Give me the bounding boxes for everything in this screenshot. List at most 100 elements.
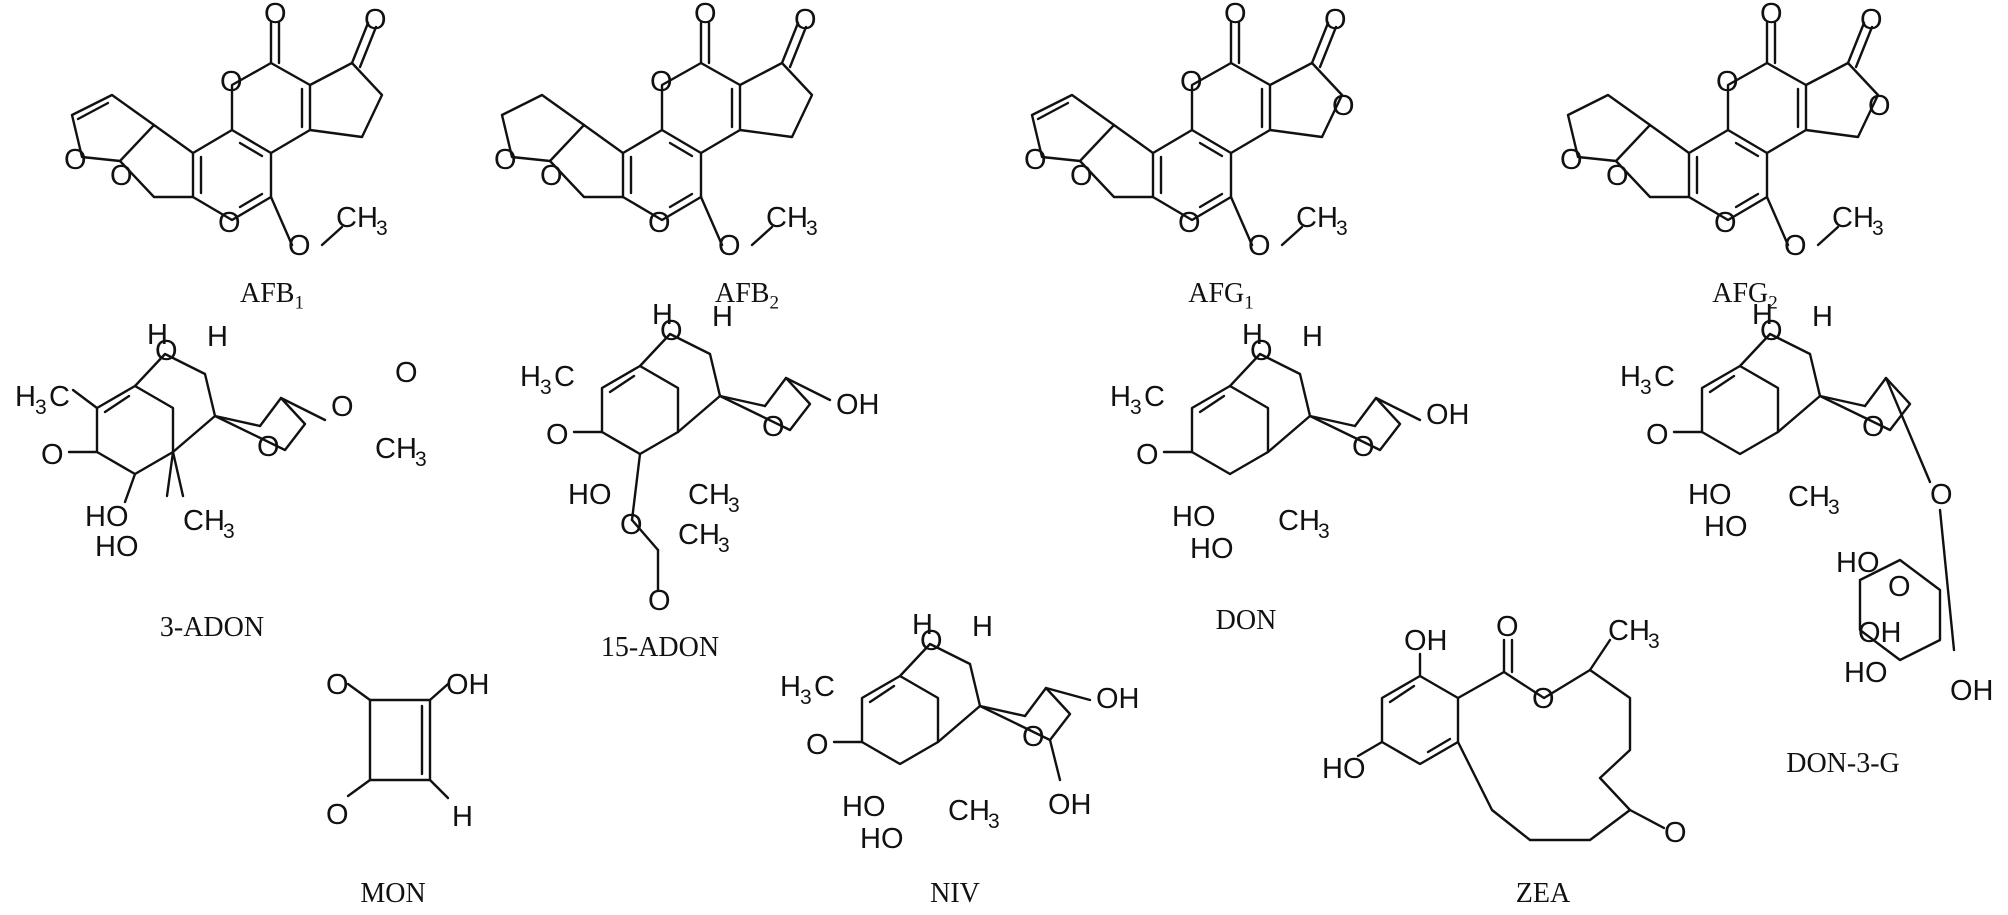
- svg-text:O: O: [648, 585, 671, 617]
- svg-text:H: H: [712, 301, 733, 333]
- svg-text:H: H: [1242, 319, 1263, 351]
- svg-text:CH: CH: [375, 433, 417, 465]
- svg-text:O: O: [1760, 0, 1783, 30]
- svg-text:CH: CH: [1278, 505, 1320, 537]
- svg-text:3: 3: [806, 217, 818, 240]
- svg-text:3: 3: [728, 494, 740, 517]
- svg-text:O: O: [326, 799, 349, 831]
- label-afb2: AFB2: [715, 278, 779, 314]
- svg-text:O: O: [1784, 230, 1807, 262]
- svg-text:C: C: [1654, 361, 1675, 393]
- svg-text:O: O: [546, 419, 569, 451]
- svg-text:C: C: [1144, 381, 1165, 413]
- afg2-structure: O O O O O O O O CH3: [1560, 0, 1891, 262]
- svg-text:C: C: [814, 671, 835, 703]
- svg-text:H: H: [912, 609, 933, 641]
- svg-text:H: H: [1302, 321, 1323, 353]
- svg-text:O: O: [762, 411, 785, 443]
- svg-text:3: 3: [800, 686, 812, 709]
- svg-text:CH: CH: [688, 479, 730, 511]
- label-afg1: AFG1: [1188, 278, 1254, 314]
- svg-text:HO: HO: [1322, 753, 1366, 785]
- svg-text:OH: OH: [446, 669, 490, 701]
- svg-text:O: O: [1606, 160, 1629, 192]
- svg-text:HO: HO: [860, 823, 904, 855]
- svg-text:HO: HO: [1704, 511, 1748, 543]
- svg-text:HO: HO: [95, 531, 139, 563]
- svg-text:H: H: [1812, 301, 1833, 333]
- svg-text:O: O: [540, 160, 563, 192]
- svg-text:O: O: [1560, 144, 1583, 176]
- svg-text:O: O: [1180, 66, 1203, 98]
- svg-text:3: 3: [1872, 217, 1884, 240]
- svg-text:H: H: [452, 801, 473, 833]
- svg-text:O: O: [1070, 160, 1093, 192]
- svg-text:HO: HO: [842, 791, 886, 823]
- label-don: DON: [1215, 605, 1277, 636]
- svg-text:O: O: [1860, 4, 1883, 36]
- svg-text:O: O: [1862, 411, 1885, 443]
- svg-text:O: O: [1888, 571, 1911, 603]
- svg-text:O: O: [395, 357, 418, 389]
- svg-text:OH: OH: [836, 389, 880, 421]
- svg-text:O: O: [620, 509, 643, 541]
- afb2-structure: O O O O O O O CH3: [494, 0, 818, 262]
- svg-text:3: 3: [540, 376, 552, 399]
- svg-text:H: H: [780, 671, 801, 703]
- svg-text:H: H: [1752, 299, 1773, 331]
- svg-text:O: O: [220, 66, 243, 98]
- svg-text:H: H: [520, 361, 541, 393]
- svg-text:3: 3: [1336, 217, 1348, 240]
- svg-text:O: O: [1930, 479, 1953, 511]
- svg-text:CH: CH: [678, 519, 720, 551]
- svg-text:3: 3: [1648, 630, 1660, 653]
- afg1-structure: O O O O O O O O CH3: [1024, 0, 1355, 262]
- svg-text:3: 3: [223, 520, 235, 543]
- svg-text:HO: HO: [1844, 657, 1888, 689]
- svg-text:CH: CH: [948, 795, 990, 827]
- label-niv: NIV: [930, 878, 980, 909]
- svg-text:O: O: [1716, 66, 1739, 98]
- svg-text:O: O: [1760, 315, 1783, 347]
- svg-text:H: H: [1110, 381, 1131, 413]
- svg-text:O: O: [494, 144, 517, 176]
- svg-text:3: 3: [1828, 496, 1840, 519]
- label-afb1: AFB1: [240, 278, 304, 314]
- svg-text:O: O: [694, 0, 717, 30]
- svg-text:CH: CH: [1788, 481, 1830, 513]
- svg-text:O: O: [1496, 611, 1519, 643]
- label-don-3-g: DON-3-G: [1786, 748, 1900, 779]
- svg-text:O: O: [920, 625, 943, 657]
- svg-text:O: O: [1646, 419, 1669, 451]
- svg-text:O: O: [110, 160, 133, 192]
- svg-text:O: O: [64, 144, 87, 176]
- svg-text:OH: OH: [1096, 683, 1140, 715]
- svg-text:HO: HO: [1688, 479, 1732, 511]
- svg-text:OH: OH: [1858, 617, 1902, 649]
- svg-text:O: O: [1352, 431, 1375, 463]
- svg-text:H: H: [1620, 361, 1641, 393]
- svg-text:O: O: [794, 4, 817, 36]
- svg-text:O: O: [1224, 0, 1247, 30]
- svg-text:OH: OH: [1048, 789, 1092, 821]
- svg-text:H: H: [652, 299, 673, 331]
- svg-text:O: O: [806, 729, 829, 761]
- svg-text:O: O: [1868, 90, 1891, 122]
- svg-text:O: O: [1136, 439, 1159, 471]
- svg-text:3: 3: [988, 810, 1000, 833]
- label-afg2: AFG2: [1712, 278, 1778, 314]
- svg-text:CH: CH: [336, 202, 378, 234]
- svg-text:O: O: [155, 335, 178, 367]
- svg-text:HO: HO: [85, 501, 129, 533]
- svg-text:OH: OH: [1950, 675, 1994, 707]
- svg-text:HO: HO: [1172, 501, 1216, 533]
- svg-text:O: O: [326, 669, 349, 701]
- svg-text:O: O: [1022, 721, 1045, 753]
- svg-text:3: 3: [1130, 396, 1142, 419]
- svg-text:O: O: [1532, 683, 1555, 715]
- svg-text:O: O: [1250, 335, 1273, 367]
